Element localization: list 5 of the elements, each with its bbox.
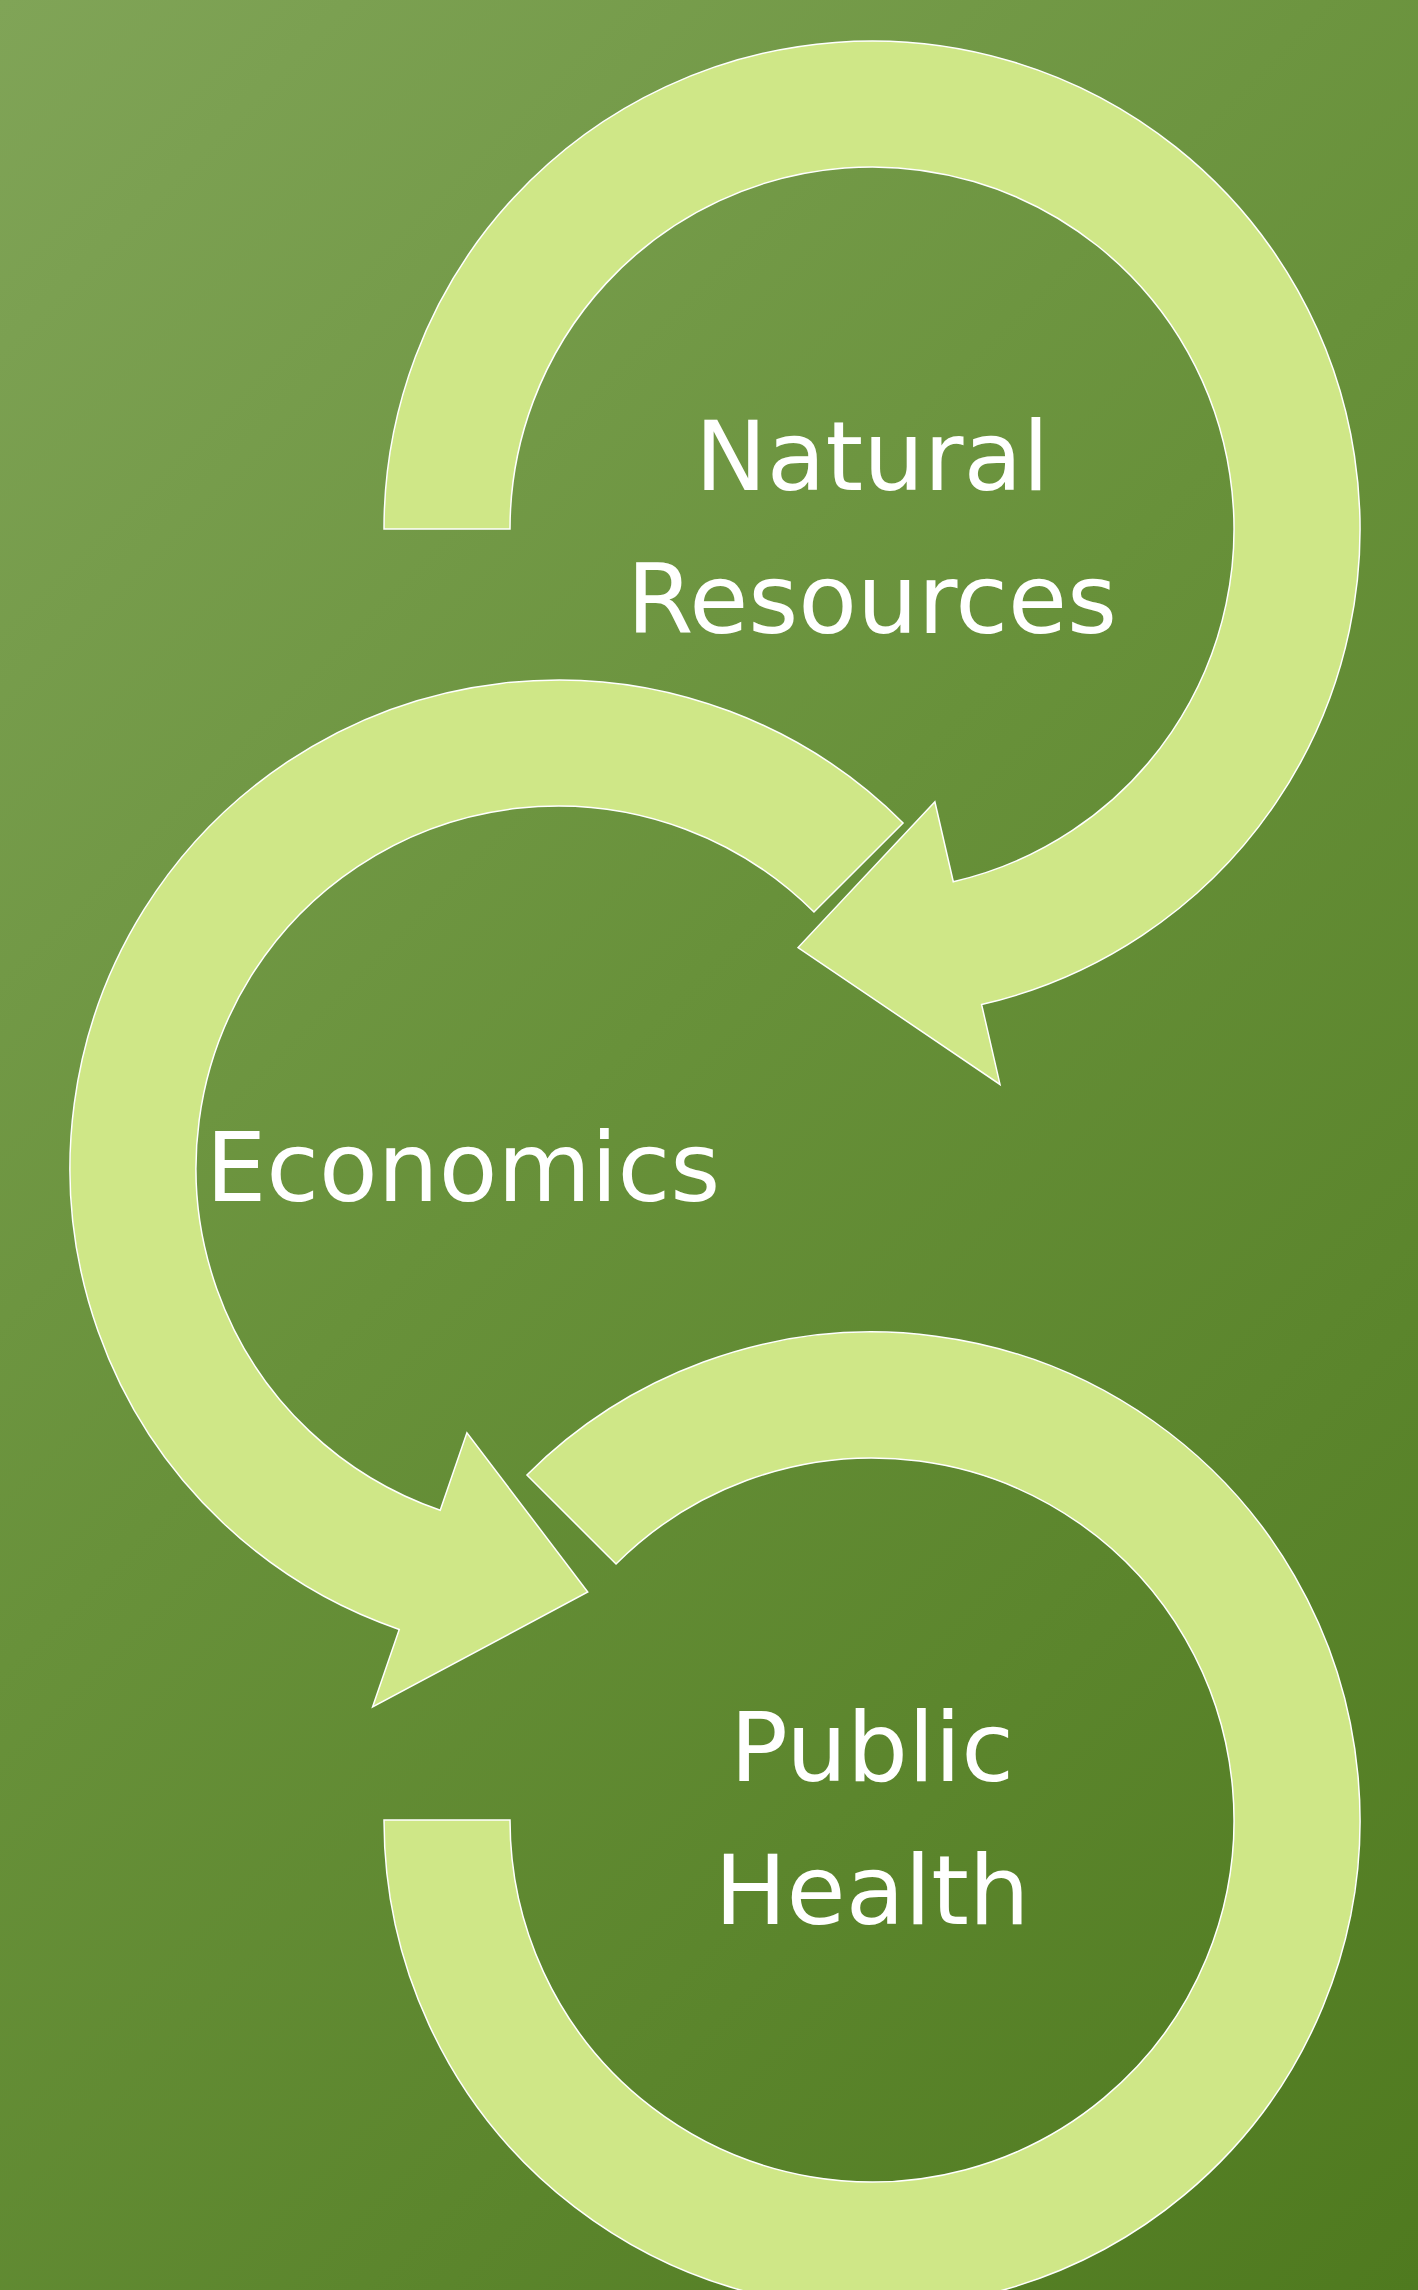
node-label: Public Health (713, 1691, 1031, 1949)
curved-arrow (383, 40, 1360, 1086)
node-label: Economics (204, 1110, 722, 1226)
curved-arrow (69, 679, 904, 1708)
node-label: Natural Resources (625, 400, 1119, 658)
